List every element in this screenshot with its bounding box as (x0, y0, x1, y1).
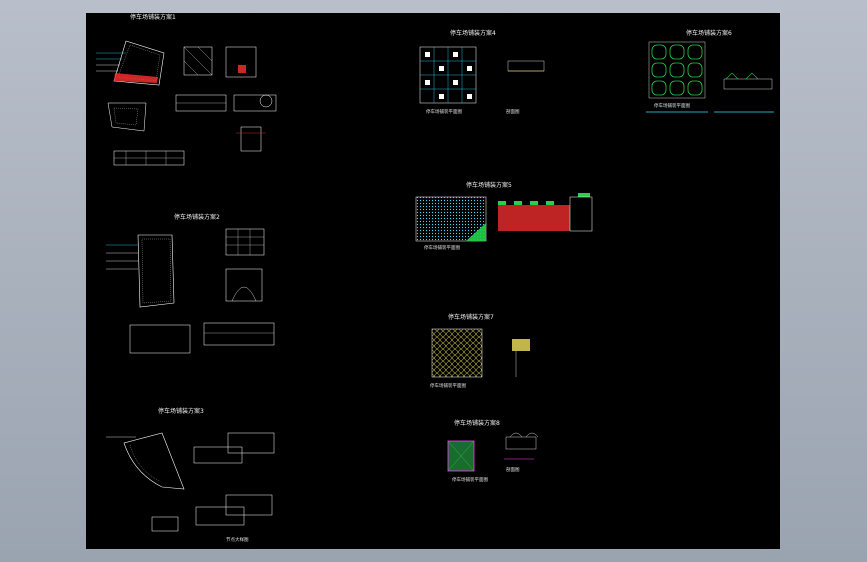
cad-drawing-canvas[interactable]: 停车场铺装方案1 停车场铺装方案2 (86, 13, 780, 549)
sheet-title-6: 停车场铺装方案6 (686, 29, 732, 37)
caption-plan-4: 停车场铺装平面图 (426, 108, 462, 115)
plan-block-6: 停车场铺装方案6 停车场铺装平面图 (646, 29, 774, 113)
caption-plan-6: 停车场铺装平面图 (654, 102, 690, 109)
sheet-title-8: 停车场铺装方案8 (454, 419, 500, 427)
caption-plan-7: 停车场铺装平面图 (430, 382, 466, 389)
plan-block-4: 停车场铺装方案4 停车场铺装平面图 剖面图 (419, 29, 545, 115)
caption-detail-3: 节点大样图 (226, 536, 249, 543)
caption-plan-8: 停车场铺装平面图 (452, 476, 488, 483)
sheet-title-7: 停车场铺装方案7 (448, 313, 494, 321)
sheet-title-3: 停车场铺装方案3 (158, 407, 204, 415)
caption-section-8: 剖面图 (506, 466, 520, 473)
cad-drawing: 停车场铺装方案1 停车场铺装方案2 (96, 13, 774, 543)
plan-block-2: 停车场铺装方案2 (106, 213, 275, 354)
sheet-title-1: 停车场铺装方案1 (130, 13, 176, 21)
sheet-title-4: 停车场铺装方案4 (450, 29, 496, 37)
plan-block-3: 停车场铺装方案3 节点大样图 (106, 407, 275, 543)
plan-block-5: 停车场铺装方案5 停车场铺装平面图 (415, 181, 593, 251)
plan-block-7: 停车场铺装方案7 停车场铺装平面图 (430, 313, 530, 389)
plan-block-1: 停车场铺装方案1 (96, 13, 277, 166)
sheet-title-5: 停车场铺装方案5 (466, 181, 512, 189)
caption-plan-5: 停车场铺装平面图 (424, 244, 460, 251)
sheet-title-2: 停车场铺装方案2 (174, 213, 220, 221)
caption-section-4: 剖面图 (506, 108, 520, 115)
plan-block-8: 停车场铺装方案8 停车场铺装平面图 剖面图 (447, 419, 539, 483)
